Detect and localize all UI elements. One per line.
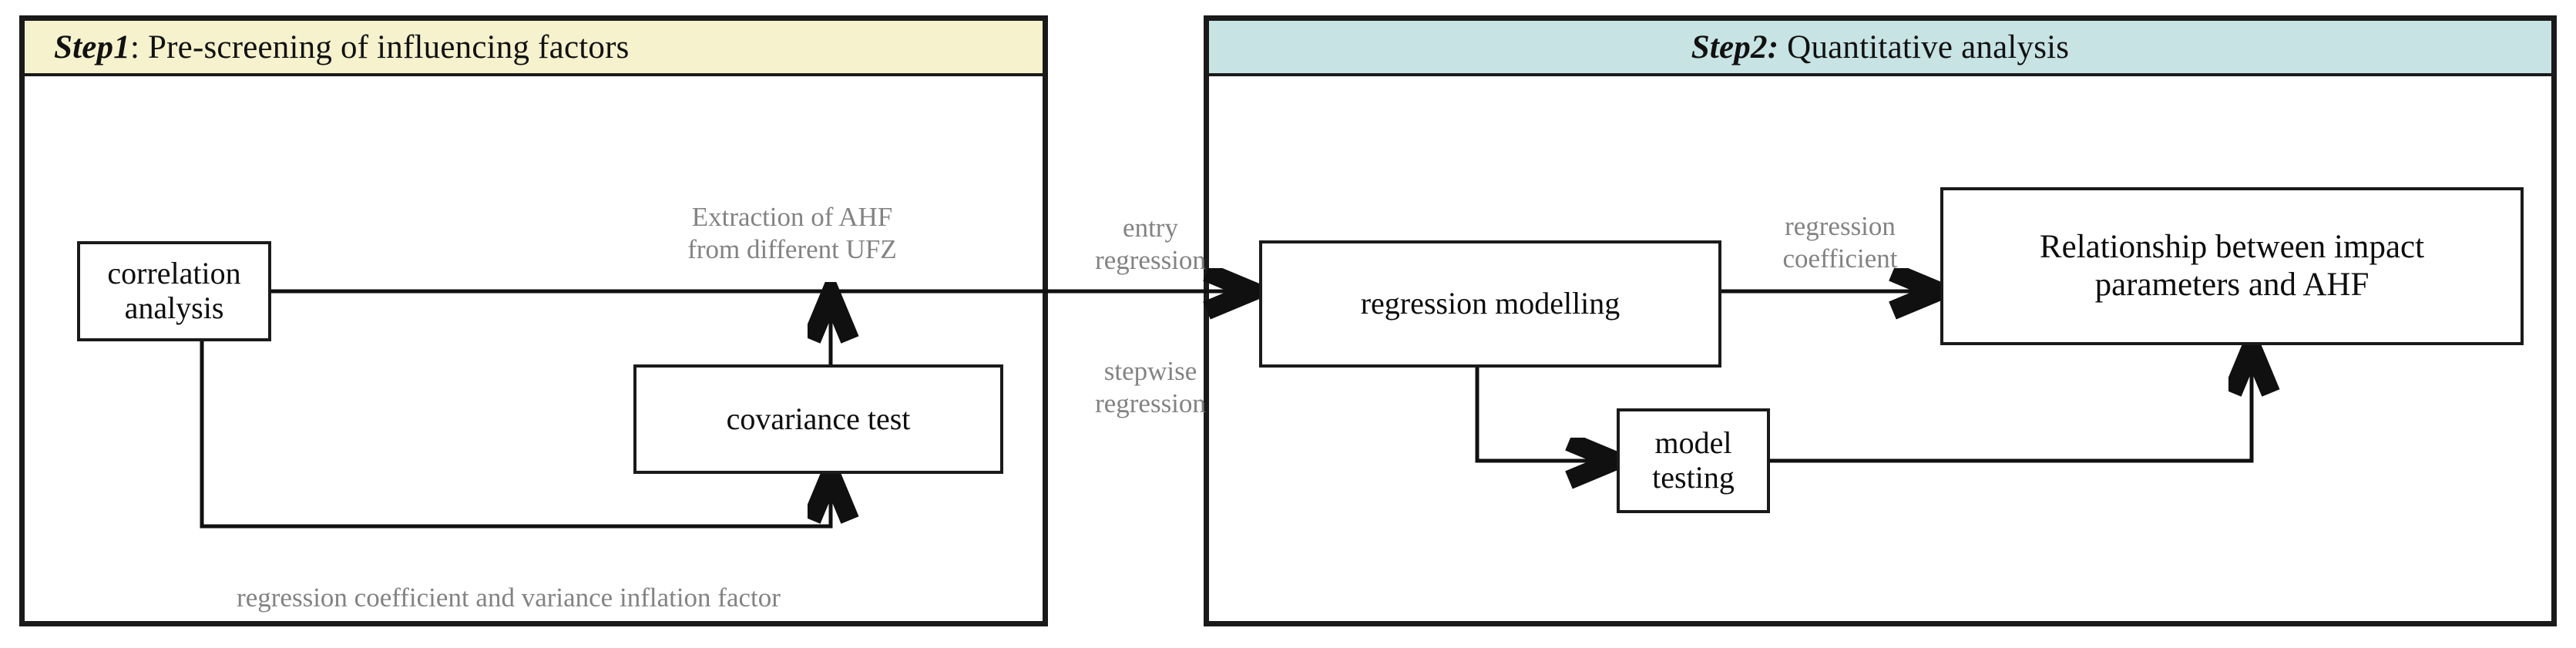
panel-step2-title: Step2: Quantitative analysis	[1209, 29, 2551, 66]
annotation-extraction-ahf: Extraction of AHF from different UFZ	[623, 168, 962, 267]
annotation-extraction-ahf-text: Extraction of AHF from different UFZ	[687, 201, 897, 265]
node-model-testing-label: model testing	[1652, 425, 1735, 495]
annotation-stepwise-regression-text: stepwise regression	[1095, 355, 1206, 419]
node-correlation-analysis-label: correlation analysis	[107, 256, 241, 325]
annotation-regression-coefficient-text: regression coefficient	[1782, 210, 1898, 274]
annotation-regression-coefficient-vif-text: regression coefficient and variance infl…	[237, 582, 781, 613]
node-correlation-analysis[interactable]: correlation analysis	[77, 241, 271, 341]
annotation-regression-coefficient-vif: regression coefficient and variance infl…	[46, 549, 971, 614]
node-covariance-test[interactable]: covariance test	[633, 364, 1003, 474]
panel-step1-title-rest: : Pre-screening of influencing factors	[129, 29, 630, 65]
annotation-entry-regression-text: entry regression	[1095, 212, 1206, 276]
panel-step1-title-bold: Step1	[54, 29, 130, 65]
panel-step2-title-rest: Quantitative analysis	[1778, 29, 2070, 65]
node-covariance-test-label: covariance test	[726, 401, 911, 436]
node-regression-modelling[interactable]: regression modelling	[1259, 240, 1721, 368]
annotation-stepwise-regression: stepwise regression	[1046, 322, 1254, 421]
annotation-entry-regression: entry regression	[1046, 179, 1254, 277]
node-regression-modelling-label: regression modelling	[1360, 286, 1620, 321]
annotation-regression-coefficient: regression coefficient	[1740, 177, 1940, 276]
panel-step1-header: Step1: Pre-screening of influencing fact…	[25, 21, 1043, 76]
node-relationship-impact-ahf-label: Relationship between impact parameters a…	[2039, 229, 2425, 303]
panel-step1-title: Step1: Pre-screening of influencing fact…	[25, 29, 1043, 66]
node-model-testing[interactable]: model testing	[1617, 408, 1770, 513]
panel-step2-header: Step2: Quantitative analysis	[1209, 21, 2551, 76]
panel-step2-title-bold: Step2:	[1691, 29, 1779, 65]
node-relationship-impact-ahf[interactable]: Relationship between impact parameters a…	[1940, 187, 2524, 345]
